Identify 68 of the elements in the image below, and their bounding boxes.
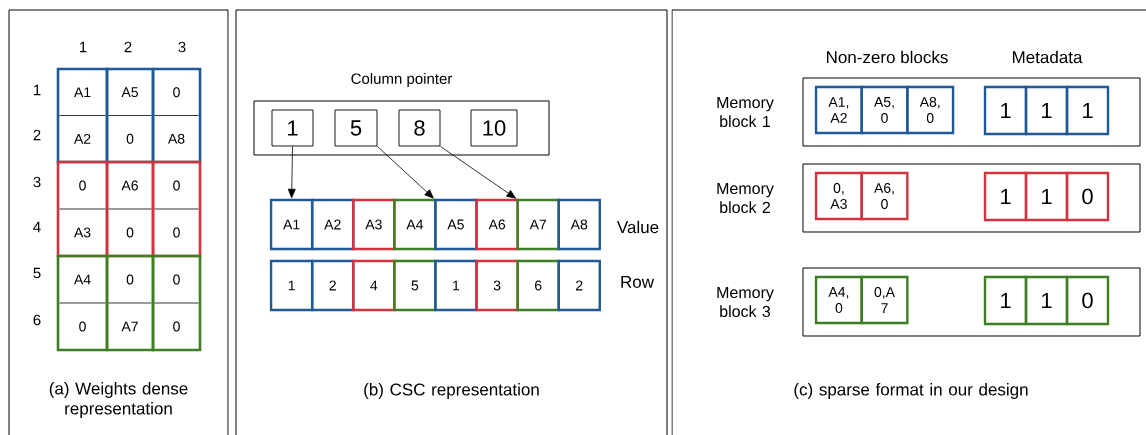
metadata-cell: 1 [1065, 85, 1110, 136]
row-index-cell: 5 [393, 259, 437, 312]
matrix-block: A5 0 [105, 67, 155, 164]
matrix-block: 0 A3 [56, 160, 109, 258]
metadata-cell: 1 [1024, 275, 1069, 326]
axis-index: 2 [124, 41, 132, 53]
memory-block-label: Memory block 1 [717, 96, 774, 128]
nonzero-cell: A4, 0 [814, 275, 863, 325]
column-heading: Non-zero blocks [827, 50, 948, 64]
row-label: Row [621, 276, 655, 288]
panel-caption: (a) Weights dense representation [49, 382, 188, 418]
arrow [377, 146, 434, 199]
metadata-cell: 1 [1024, 85, 1069, 136]
pointer-cell: 8 [398, 109, 441, 147]
axis-index: 1 [34, 84, 41, 96]
arrow [440, 146, 516, 199]
matrix-block: A6 0 [105, 160, 155, 258]
value-cell: A4 [393, 198, 437, 251]
axis-index: 2 [33, 129, 41, 141]
metadata-cell: 1 [983, 171, 1028, 222]
metadata-cell: 0 [1065, 275, 1110, 326]
array-heading: Column pointer [351, 73, 453, 87]
row-index-cell: 1 [434, 259, 478, 312]
value-cell: A6 [475, 198, 519, 251]
axis-index: 1 [80, 41, 87, 53]
row-index-cell: 6 [516, 259, 560, 312]
value-cell: A7 [516, 198, 560, 251]
matrix-block: A1 A2 [56, 67, 109, 164]
nonzero-cell: A8, 0 [906, 85, 955, 135]
axis-index: 3 [178, 41, 186, 53]
column-heading: Metadata [1012, 50, 1083, 64]
value-cell: A5 [434, 198, 478, 251]
metadata-cell: 1 [1024, 171, 1069, 222]
row-index-cell: 4 [352, 259, 396, 312]
value-cell: A1 [269, 198, 314, 251]
matrix-block: 0 0 [151, 160, 202, 258]
matrix-block: 0 A7 [105, 254, 155, 352]
memory-block-label: Memory block 3 [717, 286, 774, 318]
row-index-cell: 1 [269, 259, 314, 312]
value-cell: A2 [310, 198, 355, 251]
value-cell: A3 [352, 198, 396, 251]
panel-caption: (b) CSC representation [364, 383, 539, 399]
axis-index: 3 [33, 176, 41, 188]
row-index-cell: 3 [475, 259, 519, 312]
nonzero-cell: A1, A2 [814, 85, 863, 135]
memory-block-label: Memory block 2 [717, 182, 774, 214]
row-index-cell: 2 [310, 259, 355, 312]
nonzero-cell: A6, 0 [860, 171, 909, 221]
row-index-cell: 2 [557, 259, 601, 312]
pointer-cell: 1 [271, 109, 314, 147]
matrix-block: 0 0 [151, 254, 202, 352]
nonzero-cell: A5, 0 [860, 85, 909, 135]
matrix-block: A4 0 [56, 254, 109, 352]
metadata-cell: 1 [983, 275, 1028, 326]
axis-index: 4 [33, 221, 41, 233]
value-cell: A8 [557, 198, 601, 251]
metadata-cell: 1 [983, 85, 1028, 136]
row-label: Value [617, 220, 659, 234]
matrix-block: 0 A8 [151, 67, 202, 164]
metadata-cell: 0 [1065, 171, 1110, 222]
panel-caption: (c) sparse format in our design [794, 383, 1028, 399]
nonzero-cell: 0, A3 [814, 171, 863, 221]
nonzero-cell: 0,A 7 [860, 275, 909, 325]
pointer-cell: 10 [470, 109, 518, 147]
arrow [287, 146, 296, 199]
axis-index: 5 [33, 267, 41, 279]
pointer-cell: 5 [334, 109, 378, 147]
axis-index: 6 [33, 314, 41, 326]
